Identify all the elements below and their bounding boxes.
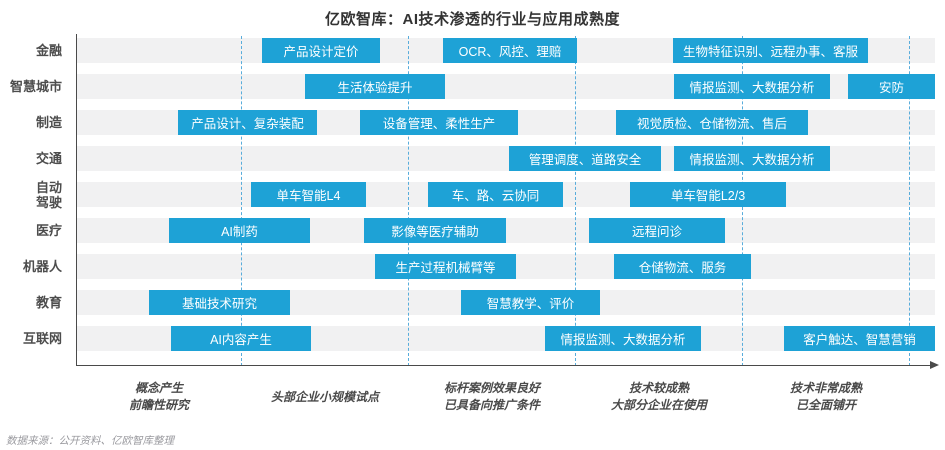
app-box: 情报监测、大数据分析 xyxy=(674,74,830,99)
x-axis-arrow-icon xyxy=(930,361,939,369)
row-label-9: 互联网 xyxy=(22,331,62,346)
app-box: AI制药 xyxy=(169,218,310,243)
app-box: 情报监测、大数据分析 xyxy=(674,146,830,171)
stage-divider-1 xyxy=(241,36,242,366)
source-note: 数据来源：公开资料、亿欧智库整理 xyxy=(6,435,174,447)
app-box: 管理调度、道路安全 xyxy=(509,146,661,171)
app-box: 单车智能L4 xyxy=(251,182,366,207)
app-box: 生活体验提升 xyxy=(305,74,445,99)
app-box: 视觉质检、仓储物流、售后 xyxy=(616,110,808,135)
row-label-1: 金融 xyxy=(35,43,62,58)
y-axis-line xyxy=(76,34,77,365)
stage-divider-5 xyxy=(909,36,910,366)
app-box: 产品设计定价 xyxy=(262,38,380,63)
app-box: OCR、风控、理赔 xyxy=(443,38,577,63)
row-label-3: 制造 xyxy=(35,115,62,130)
row-label-5: 自动 驾驶 xyxy=(35,179,62,210)
stage-label-1: 概念产生 前瞻性研究 xyxy=(128,381,189,412)
app-box: 基础技术研究 xyxy=(149,290,290,315)
app-box: 生物特征识别、远程办事、客服 xyxy=(673,38,868,63)
row-label-4: 交通 xyxy=(35,151,62,166)
stage-divider-3 xyxy=(575,36,576,366)
app-box: 设备管理、柔性生产 xyxy=(360,110,518,135)
app-box: 影像等医疗辅助 xyxy=(364,218,506,243)
app-box: AI内容产生 xyxy=(171,326,311,351)
stage-label-5: 技术非常成熟 已全面铺开 xyxy=(789,381,862,412)
stage-divider-2 xyxy=(408,36,409,366)
app-box: 产品设计、复杂装配 xyxy=(178,110,317,135)
app-box: 车、路、云协同 xyxy=(428,182,563,207)
app-box: 安防 xyxy=(848,74,935,99)
app-box: 智慧教学、评价 xyxy=(461,290,600,315)
stage-label-3: 标杆案例效果良好 已具备向推广条件 xyxy=(443,381,540,412)
row-label-6: 医疗 xyxy=(35,223,62,238)
app-box: 仓储物流、服务 xyxy=(614,254,751,279)
app-box: 单车智能L2/3 xyxy=(630,182,786,207)
stage-label-2: 头部企业小规模试点 xyxy=(270,389,379,404)
app-box: 情报监测、大数据分析 xyxy=(545,326,701,351)
row-label-2: 智慧城市 xyxy=(9,79,62,94)
chart-title: 亿欧智库：AI技术渗透的行业与应用成熟度 xyxy=(324,11,620,28)
app-box: 客户触达、智慧营销 xyxy=(784,326,935,351)
x-axis-line xyxy=(76,365,932,366)
row-label-8: 教育 xyxy=(35,295,62,310)
row-label-7: 机器人 xyxy=(22,259,62,274)
app-box: 远程问诊 xyxy=(589,218,725,243)
stage-label-4: 技术较成熟 大部分企业在使用 xyxy=(610,381,707,412)
app-box: 生产过程机械臂等 xyxy=(375,254,516,279)
